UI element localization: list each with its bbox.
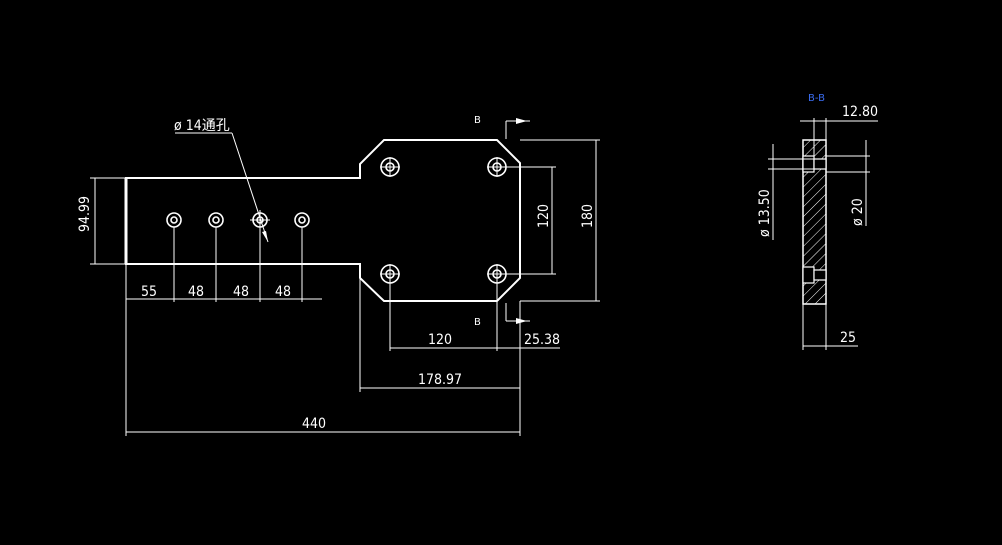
dim-hole-chain [125,227,322,302]
strip-hole-1 [166,212,182,228]
section-view: B-B 12.80 ø 13.50 [757,93,878,350]
counterbore-bottom [802,266,827,284]
plate-outline [125,139,521,302]
dim-edge-offset-label: 25.38 [524,332,560,348]
section-marker-top [505,118,530,139]
head-hole-bottom-left [380,264,400,284]
dim-bore-small [768,144,814,240]
dim-thickness-top-label: 12.80 [842,104,878,120]
dim-thickness-bottom-label: 25 [840,330,856,346]
section-marker-bottom [505,303,530,324]
dim-spacing-1: 55 [141,284,157,300]
counterbore-top [802,155,827,173]
dim-height-left [90,177,126,265]
dim-bore-small-label: ø 13.50 [757,189,773,237]
dim-bore-large [826,140,870,226]
dim-hole-pitch-horizontal [389,284,560,351]
dim-hole-pitch-horizontal-label: 120 [428,332,452,348]
dim-plate-height-label: 180 [580,204,596,228]
dim-head-width [359,278,521,392]
hole-callout-label: ø 14通孔 [174,118,230,134]
strip-hole-4 [294,212,310,228]
dim-bore-large-label: ø 20 [850,198,866,226]
dim-total-length [125,302,521,436]
dim-hole-pitch-vertical-label: 120 [536,204,552,228]
head-hole-bottom-right [487,264,507,284]
section-marker-top-label: B [474,115,481,126]
dim-total-length-label: 440 [302,416,326,432]
dim-head-width-label: 178.97 [418,372,462,388]
hole-callout-leader [175,132,269,243]
dim-height-left-label: 94.99 [77,196,93,232]
dim-spacing-3: 48 [233,284,249,300]
head-hole-top-right [487,157,507,177]
front-view: ø 14通孔 B B 94.99 [77,115,600,436]
dim-thickness-top [800,118,878,156]
strip-hole-2 [208,212,224,228]
dim-spacing-4: 48 [275,284,291,300]
section-marker-bottom-label: B [474,317,481,328]
dim-spacing-2: 48 [188,284,204,300]
section-title: B-B [808,93,825,104]
dim-thickness-bottom [802,304,858,350]
dim-hole-pitch-vertical [507,166,556,275]
head-hole-top-left [380,157,400,177]
dim-plate-height [520,139,600,302]
